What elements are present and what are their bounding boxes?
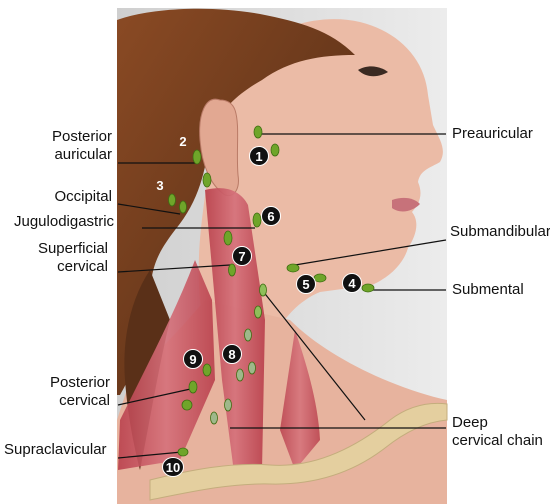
lymph-node [260,284,267,296]
lymph-node [224,231,232,245]
lymph-node [169,194,176,206]
node-number-badge: 9 [183,349,203,369]
lymph-node [314,274,326,282]
lymph-node [225,399,232,411]
lymph-node [178,448,188,456]
lymph-node [254,126,262,138]
node-number-badge: 2 [173,132,193,152]
node-number-badge: 10 [162,457,184,477]
label-superficial-cervical-line1: Superficial [38,240,108,257]
label-supraclavicular: Supraclavicular [4,441,107,459]
label-deep-cervical-chain: Deep cervical chain [452,414,543,450]
lymph-node [253,213,261,227]
label-jugulodigastric: Jugulodigastric [14,213,114,231]
lymph-node [271,144,279,156]
node-number-badge: 6 [261,206,281,226]
label-posterior-cervical-line1: Posterior [50,374,110,391]
lymph-node [193,150,201,164]
label-superficial-cervical-line2: cervical [57,258,108,275]
lymph-node [287,264,299,272]
label-submental: Submental [452,281,524,299]
label-posterior-auricular-line1: Posterior [52,128,112,145]
label-preauricular: Preauricular [452,125,533,143]
node-number-badge: 8 [222,344,242,364]
label-posterior-auricular: Posterior auricular [8,128,112,164]
node-number-badge: 5 [296,274,316,294]
label-posterior-cervical-line2: cervical [59,392,110,409]
label-superficial-cervical: Superficial cervical [8,240,108,276]
node-number-badge: 3 [150,176,170,196]
lymph-node [249,362,256,374]
label-deep-cervical-line1: Deep [452,414,488,431]
node-number-badge: 1 [249,146,269,166]
label-occipital: Occipital [8,188,112,206]
label-posterior-auricular-line2: auricular [54,146,112,163]
label-deep-cervical-line2: cervical chain [452,432,543,449]
label-posterior-cervical: Posterior cervical [8,374,110,410]
lymph-node [245,329,252,341]
lymph-node [255,306,262,318]
lymph-node [189,381,197,393]
lymph-node [211,412,218,424]
label-submandibular: Submandibular [450,223,550,241]
lymph-node [237,369,244,381]
lymph-node [203,364,211,376]
lymph-node [182,400,192,410]
lymph-node [229,264,236,276]
lymph-node [203,173,211,187]
node-number-badge: 7 [232,246,252,266]
node-number-badge: 4 [342,273,362,293]
lymph-node [362,284,374,292]
lymph-node [180,201,187,213]
